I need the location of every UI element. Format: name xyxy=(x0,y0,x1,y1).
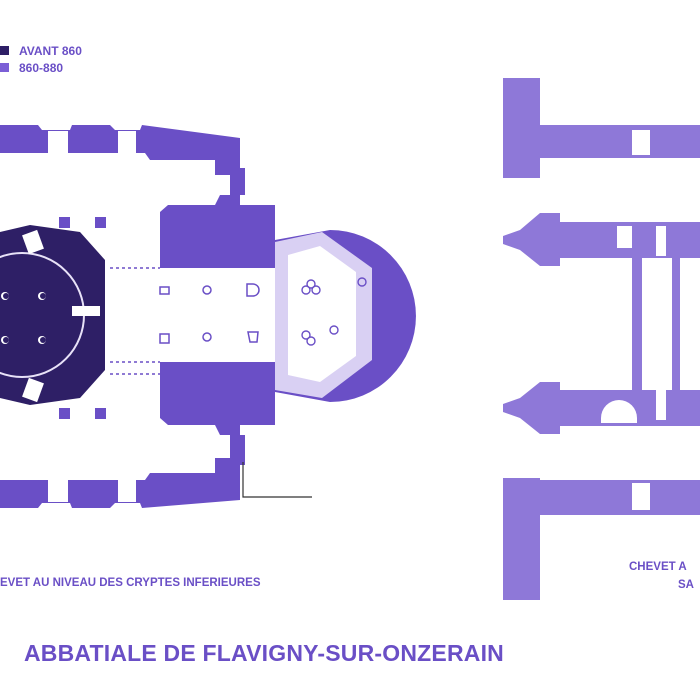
legend: AVANT 860 860-880 xyxy=(0,42,82,76)
legend-item-860-880: 860-880 xyxy=(0,59,82,76)
legend-swatch-dark xyxy=(0,46,9,55)
right-plan-caption: CHEVET A SA xyxy=(629,558,694,594)
lower-block xyxy=(160,362,275,435)
legend-label: AVANT 860 xyxy=(19,43,82,58)
upper-block xyxy=(160,195,275,268)
legend-item-avant-860: AVANT 860 xyxy=(0,42,82,59)
left-crypt-plan xyxy=(0,125,416,508)
right-caption-line1: CHEVET A xyxy=(629,561,687,573)
right-caption-line2: SA xyxy=(678,579,694,591)
octagonal-rotunda xyxy=(0,225,105,405)
page-title: ABBATIALE DE FLAVIGNY-SUR-ONZERAIN xyxy=(24,640,504,666)
legend-label: 860-880 xyxy=(19,60,64,75)
left-plan-caption: EVET AU NIVEAU DES CRYPTES INFERIEURES xyxy=(0,577,261,589)
legend-swatch-main xyxy=(0,63,9,72)
right-plan xyxy=(503,78,700,600)
